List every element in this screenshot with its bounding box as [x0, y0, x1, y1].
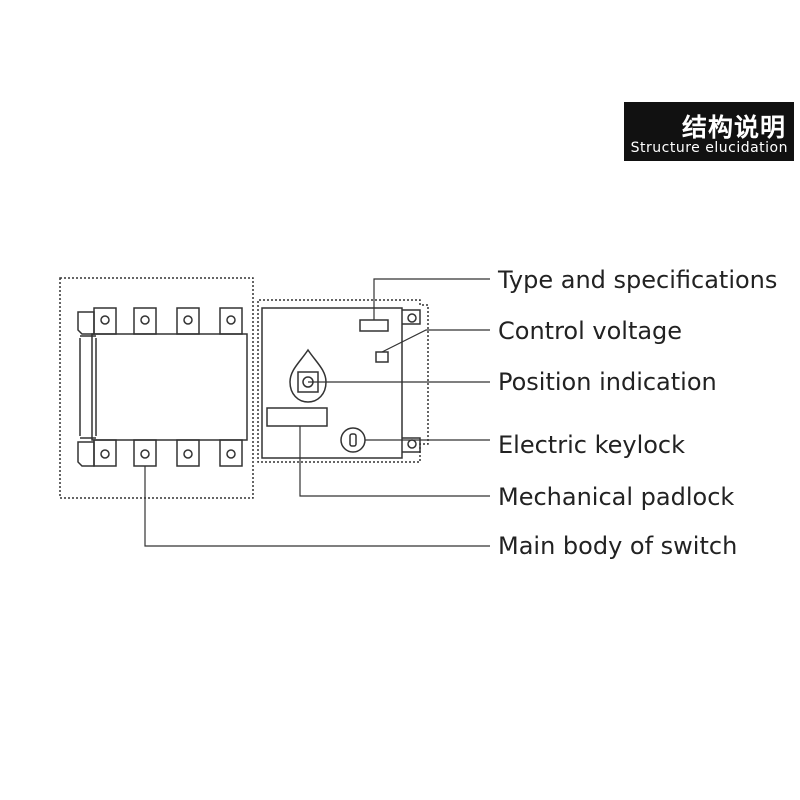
- keylock: [340, 427, 366, 453]
- label-electric-keylock: Electric keylock: [498, 431, 685, 459]
- voltage-plate: [375, 351, 389, 363]
- switch-body: [91, 333, 248, 441]
- title-english: Structure elucidation: [630, 140, 788, 156]
- left-bracket-bottom: [77, 441, 95, 467]
- leader-type-spec: [373, 278, 490, 320]
- label-mechanical-padlock: Mechanical padlock: [498, 483, 734, 511]
- title-chinese: 结构说明: [681, 113, 786, 142]
- type-spec-plate: [359, 319, 389, 332]
- leader-main-body: [144, 466, 490, 547]
- controller-panel: [261, 307, 403, 459]
- title-badge: 结构说明 Structure elucidation: [624, 102, 794, 161]
- leader-mechanical-padlock: [299, 426, 490, 497]
- left-bracket-top: [77, 311, 95, 335]
- terminal: [93, 307, 117, 335]
- padlock-plate: [266, 407, 328, 427]
- terminal: [176, 439, 200, 467]
- terminal: [93, 439, 117, 467]
- label-main-body: Main body of switch: [498, 532, 737, 560]
- label-position-indication: Position indication: [498, 368, 717, 396]
- label-type-spec: Type and specifications: [497, 266, 777, 294]
- terminal: [176, 307, 200, 335]
- terminal: [133, 307, 157, 335]
- leader-control-voltage: [381, 329, 490, 353]
- controller-outline: [257, 299, 429, 463]
- top-terminals: [93, 307, 243, 335]
- position-indicator: [289, 348, 327, 403]
- bottom-terminals: [93, 439, 243, 467]
- terminal: [219, 307, 243, 335]
- label-control-voltage: Control voltage: [498, 317, 682, 345]
- main-body-outline: [59, 277, 254, 499]
- terminal: [133, 439, 157, 467]
- terminal: [219, 439, 243, 467]
